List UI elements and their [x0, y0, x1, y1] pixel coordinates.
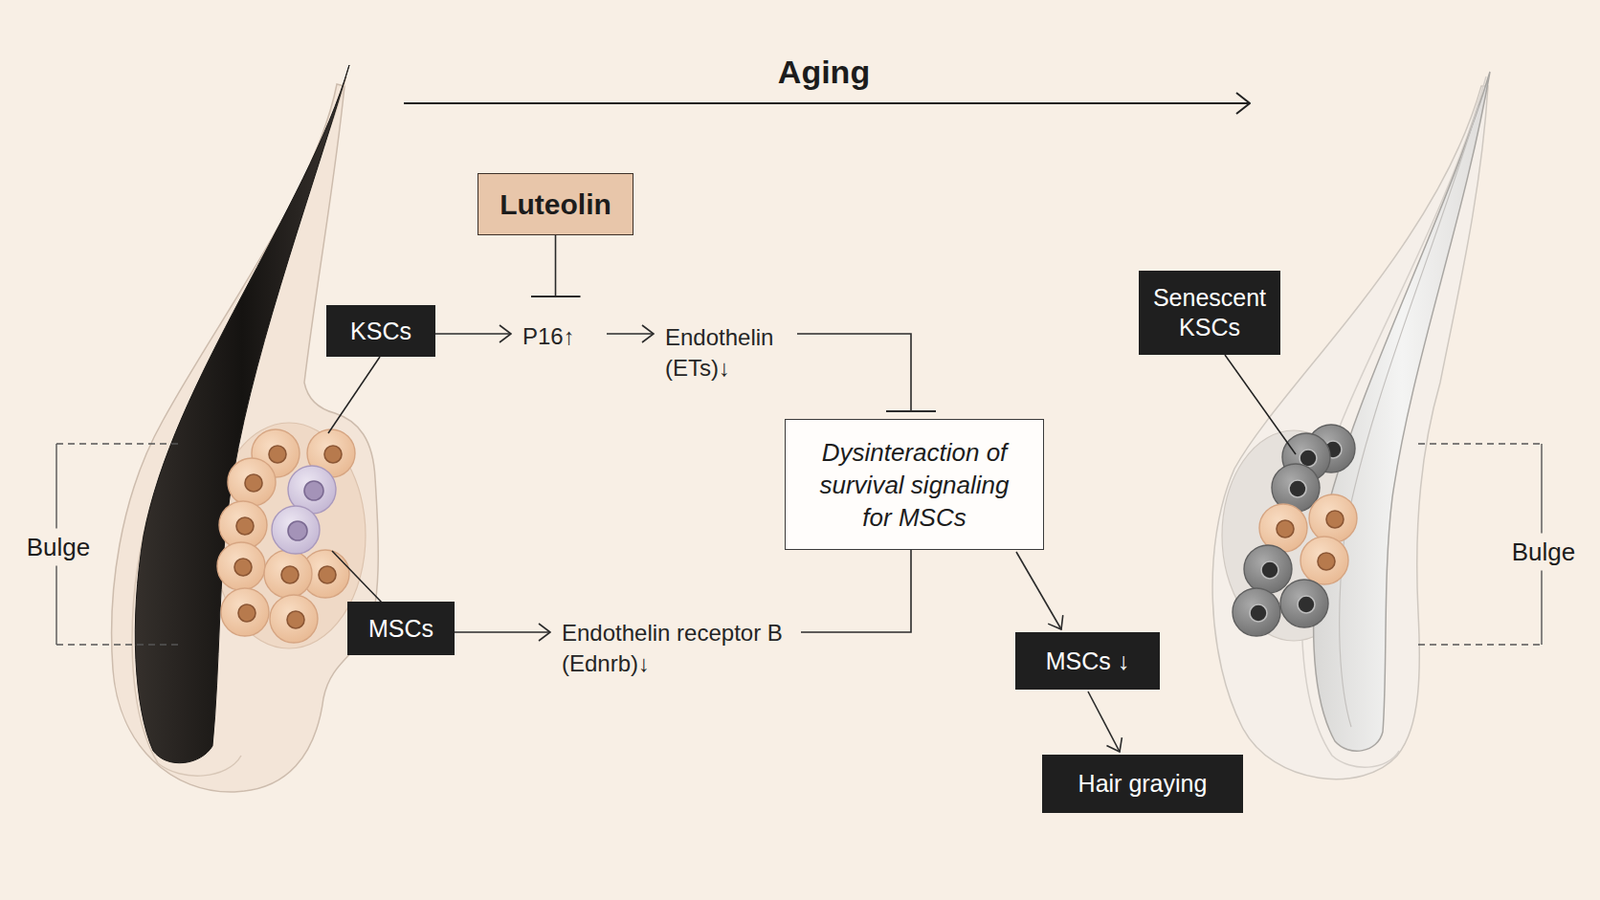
- hair-shaft-dark: [134, 65, 350, 764]
- cell-label-box: Senescent KSCs: [1138, 270, 1281, 356]
- cell: [269, 595, 318, 644]
- bracket-dash: [1418, 644, 1542, 645]
- node-text: Hair graying: [1078, 769, 1208, 800]
- cell-nucleus: [238, 604, 256, 623]
- cell-cluster: [217, 429, 356, 644]
- cell-nucleus: [281, 566, 299, 584]
- node-text: KSCs: [350, 316, 412, 347]
- cell: [217, 542, 266, 591]
- cell-body: [269, 595, 318, 644]
- cell-nucleus: [1261, 561, 1279, 579]
- cell-body: [1280, 579, 1329, 628]
- cell: [1300, 536, 1349, 585]
- cell-cluster: [1232, 424, 1357, 637]
- cell-body: [1244, 545, 1292, 594]
- node-text: MSCs ↓: [1045, 646, 1131, 677]
- cell-nucleus: [1249, 604, 1267, 623]
- cell: [1280, 579, 1329, 628]
- cell-nucleus: [1326, 511, 1344, 529]
- node-text: P16↑: [522, 321, 576, 353]
- hair-shaft-gray: [1313, 71, 1490, 752]
- cell-body: [1300, 536, 1349, 585]
- node-text: Senescent KSCs: [1146, 283, 1273, 343]
- cell: [1309, 494, 1357, 543]
- cell-nucleus: [244, 474, 263, 492]
- shaft-highlight: [1339, 105, 1479, 728]
- signal-text: Endothelin (ETs)↓: [653, 320, 798, 386]
- cell: [271, 506, 320, 555]
- inhibitor-box: Luteolin: [477, 173, 634, 236]
- leader-line: [328, 356, 380, 434]
- node-text: Endothelin (ETs)↓: [665, 322, 798, 384]
- aging-arrow: [403, 102, 1250, 105]
- inhibition-connector: [797, 333, 912, 412]
- cell-body: [1232, 588, 1281, 637]
- arrow-connector: [454, 631, 551, 634]
- leader-line: [332, 551, 383, 604]
- cell: [227, 458, 276, 507]
- cell-nucleus: [1317, 553, 1335, 571]
- bracket-dash: [56, 644, 182, 645]
- cell: [221, 588, 269, 637]
- cell-body: [1309, 494, 1357, 543]
- axis-title: Aging: [772, 53, 876, 91]
- cell-nucleus: [287, 611, 305, 629]
- arrow-connector: [606, 333, 654, 335]
- bracket-dash: [56, 443, 182, 445]
- marker-text: P16↑: [511, 296, 607, 378]
- region-label: Bulge: [1510, 533, 1578, 572]
- cell-body: [217, 542, 266, 591]
- node-text: Endothelin receptor B (Ednrb)↓: [561, 618, 801, 680]
- arrow-connector: [1088, 691, 1120, 753]
- cell-nucleus: [304, 481, 324, 501]
- cell-nucleus: [324, 445, 342, 464]
- outcome-box: MSCs ↓: [1015, 632, 1160, 690]
- node-text: Luteolin: [499, 188, 612, 222]
- cell-body: [271, 506, 320, 555]
- arrow-connector: [1016, 552, 1062, 630]
- cell: [264, 550, 312, 599]
- cell: [1232, 588, 1281, 637]
- cell-body: [221, 588, 269, 637]
- region-label: Bulge: [24, 529, 93, 567]
- cell-label-box: MSCs: [347, 601, 455, 656]
- process-box: Dysinteraction of survival signaling for…: [784, 419, 1045, 551]
- inhibition-connector: [555, 235, 557, 297]
- cell-nucleus: [288, 521, 308, 541]
- cell-nucleus: [1288, 480, 1307, 498]
- cell-nucleus: [268, 445, 287, 464]
- outcome-box: Hair graying: [1042, 755, 1244, 814]
- cell: [1244, 545, 1292, 594]
- bracket-dash: [1418, 443, 1542, 445]
- cell-nucleus: [236, 517, 254, 535]
- cell-nucleus: [318, 566, 336, 584]
- leader-line: [1224, 355, 1296, 455]
- cell-nucleus: [1297, 596, 1315, 614]
- cell-nucleus: [234, 558, 252, 577]
- cell-body: [264, 550, 312, 599]
- cell-label-box: KSCs: [326, 305, 436, 357]
- node-text: Dysinteraction of survival signaling for…: [807, 436, 1022, 534]
- signal-text: Endothelin receptor B (Ednrb)↓: [550, 612, 801, 686]
- arrow-connector: [800, 550, 912, 633]
- cell-body: [227, 458, 276, 507]
- arrow-connector: [435, 333, 512, 335]
- cell-nucleus: [1276, 520, 1294, 538]
- node-text: MSCs: [368, 614, 434, 645]
